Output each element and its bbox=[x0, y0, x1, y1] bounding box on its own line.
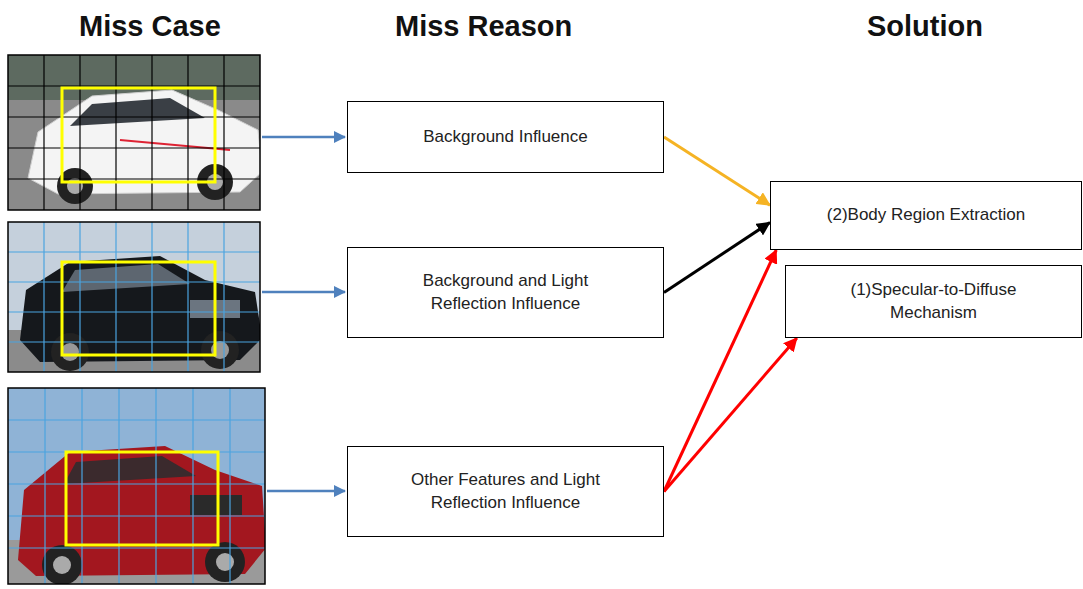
column-heading: Solution bbox=[867, 10, 983, 43]
box-label: Other Features and Light Reflection Infl… bbox=[386, 469, 626, 513]
box-label: Background Influence bbox=[423, 126, 587, 148]
box-label: Background and Light Reflection Influenc… bbox=[386, 270, 626, 314]
black-car-photo bbox=[8, 222, 260, 372]
box-label: (1)Specular-to-Diffuse Mechanism bbox=[814, 279, 1054, 323]
red-car-photo bbox=[8, 388, 265, 584]
solution-arrow bbox=[664, 250, 776, 492]
process-box: Background Influence bbox=[347, 101, 664, 173]
box-label: (2)Body Region Extraction bbox=[827, 204, 1025, 226]
solution-arrow bbox=[664, 222, 770, 292]
process-box: Other Features and Light Reflection Infl… bbox=[347, 446, 664, 537]
solution-arrow bbox=[664, 137, 770, 205]
case-arrows bbox=[262, 137, 345, 491]
column-heading: Miss Case bbox=[79, 10, 221, 43]
solution-arrow bbox=[664, 338, 797, 492]
process-box: Background and Light Reflection Influenc… bbox=[347, 247, 664, 338]
process-box: (1)Specular-to-Diffuse Mechanism bbox=[785, 265, 1082, 338]
column-heading: Miss Reason bbox=[395, 10, 572, 43]
process-box: (2)Body Region Extraction bbox=[770, 181, 1082, 250]
white-car-photo bbox=[8, 55, 260, 210]
